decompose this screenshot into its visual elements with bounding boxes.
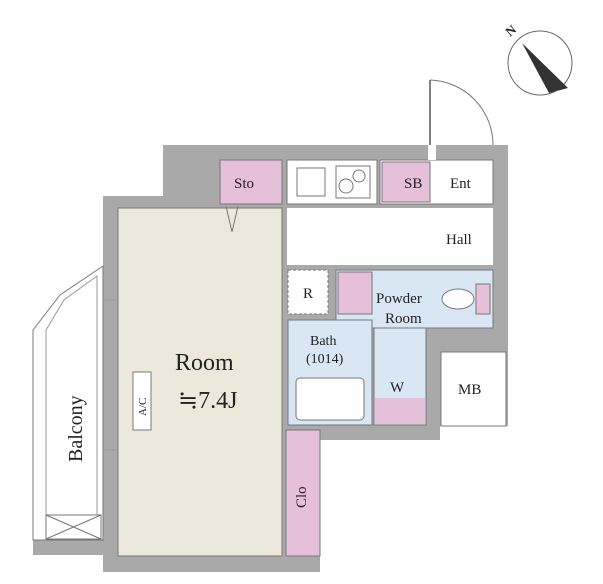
refrigerator-space (287, 269, 329, 315)
storage-door-mark (225, 205, 239, 233)
label-powder-room-1: Powder (376, 291, 422, 307)
air-conditioner-unit (132, 371, 152, 431)
washer-pan (375, 398, 425, 424)
label-powder-room-2: Room (385, 311, 422, 327)
label-meter-box: MB (458, 382, 481, 398)
label-closet: Clo (294, 486, 310, 508)
bathtub-icon (295, 377, 365, 421)
label-washer: W (390, 380, 405, 396)
floor-areas (117, 159, 507, 557)
meter-box-area (440, 351, 507, 427)
stove-icon (335, 165, 371, 199)
toilet-tank (475, 283, 491, 315)
sink-icon (296, 167, 326, 197)
label-bath-2: (1014) (306, 352, 344, 367)
label-refrigerator: R (303, 286, 313, 302)
label-entrance: Ent (450, 176, 472, 192)
label-bath-1: Bath (310, 334, 336, 349)
closet-area (285, 429, 321, 557)
shoe-box (381, 161, 431, 203)
label-room: Room (175, 350, 234, 376)
label-air-conditioner: A/C (137, 398, 149, 416)
entrance-door (428, 79, 494, 160)
north-arrow-icon (522, 43, 568, 93)
burner-icon (338, 178, 354, 194)
balcony (32, 265, 118, 541)
label-balcony: Balcony (65, 395, 87, 462)
compass: N (502, 21, 573, 96)
compass-north-label: N (502, 21, 519, 39)
vanity (337, 271, 373, 315)
label-room-size: ≒7.4J (178, 388, 237, 414)
label-shoe-box: SB (404, 176, 422, 192)
label-storage: Sto (234, 176, 254, 192)
hall-floor (287, 208, 493, 265)
storage-area (219, 159, 283, 205)
toilet-icon (441, 288, 475, 310)
burner-icon (352, 169, 366, 183)
label-hall: Hall (446, 232, 472, 248)
